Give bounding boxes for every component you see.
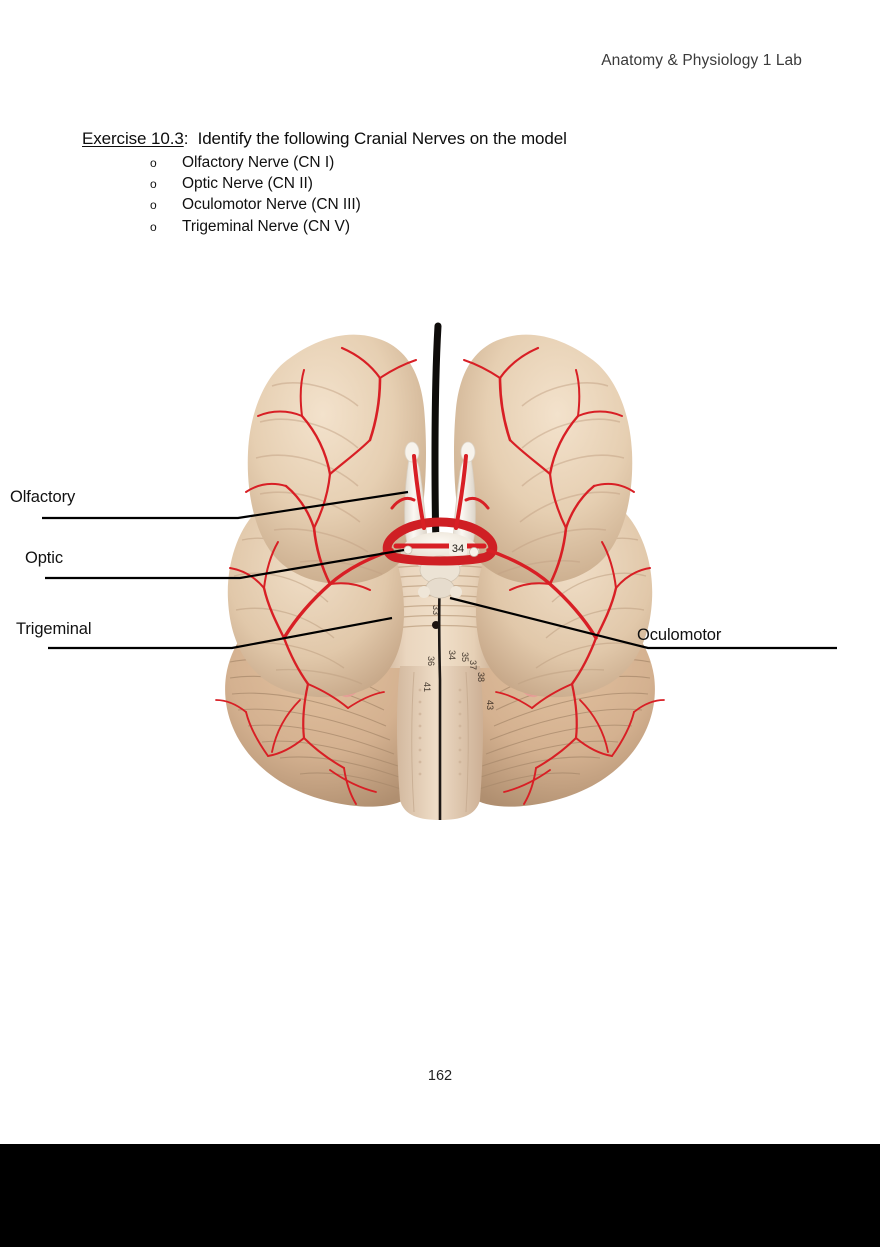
svg-text:38: 38 <box>476 672 486 682</box>
callout-label-optic: Optic <box>25 549 64 567</box>
exercise-instruction: Identify the following Cranial Nerves on… <box>197 129 567 148</box>
leader-line-olfactory <box>42 490 409 520</box>
callout-label-oculomotor: Oculomotor <box>637 626 722 644</box>
circle-bullet-icon: o <box>150 198 157 213</box>
list-item-label: Olfactory Nerve (CN I) <box>182 154 335 171</box>
list-item: o Olfactory Nerve (CN I) <box>150 154 570 175</box>
svg-text:41: 41 <box>422 682 432 692</box>
cerebral-arteries <box>215 346 665 805</box>
exercise-separator: : <box>183 129 189 148</box>
leader-line-trigeminal <box>48 616 393 650</box>
callout-label-olfactory: Olfactory <box>10 488 76 506</box>
svg-text:33: 33 <box>431 605 441 615</box>
exercise-heading: Exercise 10.3: Identify the following Cr… <box>82 129 567 149</box>
circle-bullet-icon: o <box>150 219 157 234</box>
svg-text:34: 34 <box>447 650 457 660</box>
circle-bullet-icon: o <box>150 156 157 170</box>
brain-model-figure: 33 34 35 36 37 41 38 45 43 <box>0 300 880 860</box>
svg-text:43: 43 <box>485 700 495 710</box>
leader-line-optic <box>45 548 405 580</box>
page-number: 162 <box>427 1068 453 1084</box>
list-item: o Optic Nerve (CN II) <box>150 175 570 196</box>
svg-text:35: 35 <box>460 652 470 662</box>
list-item-label: Trigeminal Nerve (CN V) <box>182 217 350 235</box>
circle-bullet-icon: o <box>150 177 157 192</box>
model-tag-34: 34 <box>403 540 479 557</box>
callout-leader-lines <box>42 490 837 650</box>
list-item: o Trigeminal Nerve (CN V) <box>150 218 570 239</box>
viewer-letterbox-bar <box>0 1144 880 1247</box>
svg-text:34: 34 <box>452 543 464 555</box>
exercise-number-label: Exercise 10.3 <box>82 129 184 148</box>
document-page: Anatomy & Physiology 1 Lab Exercise 10.3… <box>0 52 880 1084</box>
cranial-nerve-list: o Olfactory Nerve (CN I) o Optic Nerve (… <box>150 154 570 239</box>
svg-text:36: 36 <box>426 656 436 666</box>
callout-label-trigeminal: Trigeminal <box>16 620 92 638</box>
list-item-label: Optic Nerve (CN II) <box>182 175 313 193</box>
running-head: Anatomy & Physiology 1 Lab <box>601 52 802 69</box>
list-item-label: Oculomotor Nerve (CN III) <box>182 196 361 214</box>
list-item: o Oculomotor Nerve (CN III) <box>150 196 570 217</box>
svg-text:37: 37 <box>468 660 478 670</box>
leader-line-oculomotor <box>449 596 837 650</box>
brain-inferior-view-illustration: 33 34 35 36 37 41 38 45 43 <box>42 322 837 820</box>
